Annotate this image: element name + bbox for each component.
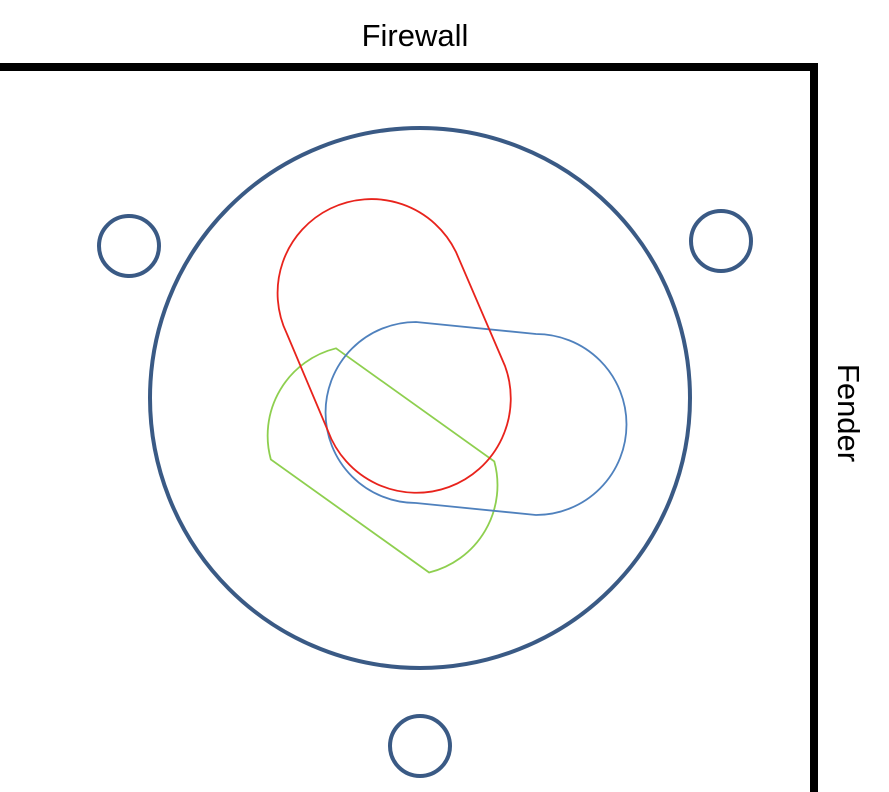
bolt-hole-right bbox=[689, 209, 753, 273]
main-circle bbox=[148, 126, 692, 670]
green-oblong bbox=[266, 347, 499, 574]
bolt-hole-left bbox=[97, 214, 161, 278]
blue-oblong bbox=[324, 321, 628, 516]
bolt-hole-bottom bbox=[388, 714, 452, 778]
firewall-label: Firewall bbox=[362, 18, 469, 53]
fender-label: Fender bbox=[831, 364, 866, 462]
red-oblong-outline bbox=[276, 198, 512, 494]
